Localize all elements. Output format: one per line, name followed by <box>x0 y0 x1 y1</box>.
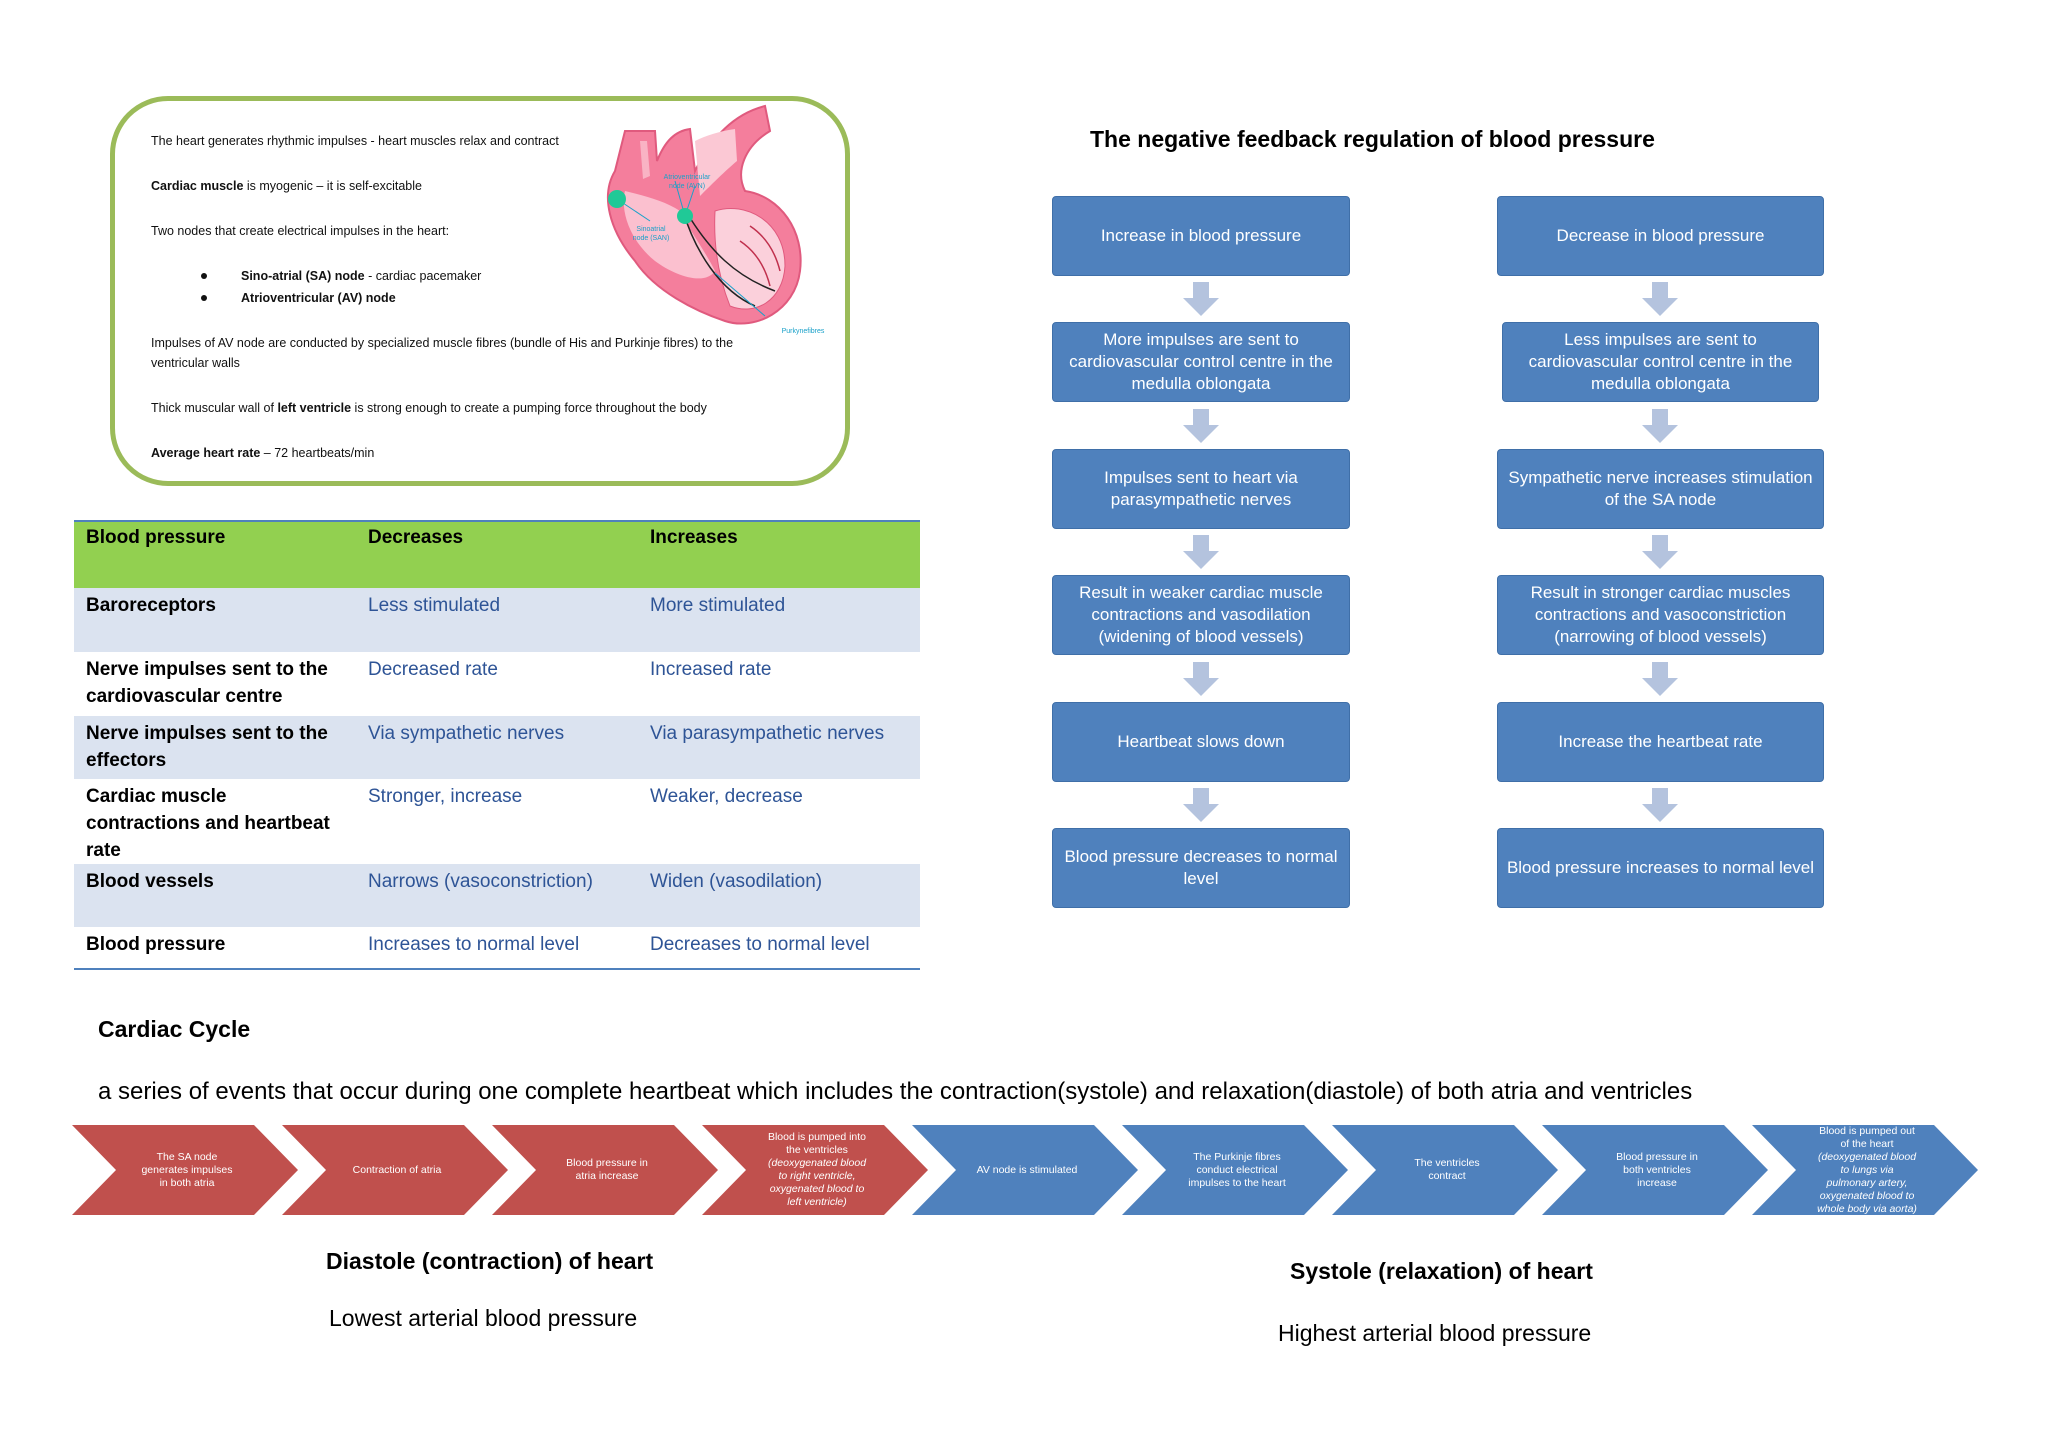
info-line-conduction-cont: ventricular walls <box>151 356 240 370</box>
cycle-step-chevron: Contraction of atria <box>282 1125 508 1215</box>
row-label: Baroreceptors <box>74 588 356 652</box>
diastole-subtitle: Lowest arterial blood pressure <box>329 1305 638 1331</box>
cycle-step-text: The SA node generates impulses in both a… <box>141 1150 233 1189</box>
cycle-step-chevron: The SA node generates impulses in both a… <box>72 1125 298 1215</box>
heart-info-card: The heart generates rhythmic impulses - … <box>110 96 850 486</box>
info-line-left-ventricle: Thick muscular wall of left ventricle is… <box>151 401 707 415</box>
flow-box-left: More impulses are sent to cardiovascular… <box>1052 322 1350 402</box>
down-arrow-icon <box>1183 662 1219 696</box>
down-arrow-icon <box>1642 535 1678 569</box>
sa-node-label: Sinoatrial <box>636 226 666 233</box>
flow-box-left: Result in weaker cardiac muscle contract… <box>1052 575 1350 655</box>
down-arrow-icon <box>1642 409 1678 443</box>
flow-box-left: Impulses sent to heart via parasympathet… <box>1052 449 1350 529</box>
down-arrow-icon <box>1642 788 1678 822</box>
flow-box-left: Blood pressure decreases to normal level <box>1052 828 1350 908</box>
bullet-dot <box>201 273 207 279</box>
info-line-nodes: Two nodes that create electrical impulse… <box>151 224 450 238</box>
info-line-conduction: Impulses of AV node are conducted by spe… <box>151 336 734 350</box>
table-row: Cardiac muscle contractions and heartbea… <box>74 779 920 864</box>
cycle-step-text: AV node is stimulated <box>976 1163 1078 1176</box>
down-arrow-icon <box>1183 788 1219 822</box>
bullet-sa-node: Sino-atrial (SA) node - cardiac pacemake… <box>241 269 482 283</box>
row-increases: Weaker, decrease <box>638 779 920 864</box>
row-decreases: Narrows (vasoconstriction) <box>356 864 638 927</box>
flow-box-left: Increase in blood pressure <box>1052 196 1350 276</box>
cycle-step-chevron: Blood is pumped out of the heart (deoxyg… <box>1752 1125 1978 1215</box>
blood-pressure-table: Blood pressure Decreases Increases Baror… <box>74 520 920 993</box>
cycle-step-text: Blood pressure in both ventricles increa… <box>1616 1150 1698 1189</box>
flow-box-right: Result in stronger cardiac muscles contr… <box>1497 575 1824 655</box>
info-line-rhythmic: The heart generates rhythmic impulses - … <box>151 134 559 148</box>
table-row: Blood vessels Narrows (vasoconstriction)… <box>74 864 920 927</box>
purkinje-label: Purkynefibres <box>782 328 825 335</box>
cycle-step-text: The Purkinje fibres conduct electrical i… <box>1188 1150 1286 1189</box>
flow-box-right: Sympathetic nerve increases stimulation … <box>1497 449 1824 529</box>
cardiac-cycle-title: Cardiac Cycle <box>98 1016 251 1042</box>
row-decreases: Increases to normal level <box>356 927 638 993</box>
feedback-title: The negative feedback regulation of bloo… <box>1090 126 1655 152</box>
row-increases: Decreases to normal level <box>638 927 920 993</box>
table-header-cell: Decreases <box>356 520 638 588</box>
row-increases: Widen (vasodilation) <box>638 864 920 927</box>
row-label: Blood pressure <box>74 927 356 993</box>
table-top-rule <box>74 520 920 522</box>
cycle-step-chevron: The ventricles contract <box>1332 1125 1558 1215</box>
systole-title: Systole (relaxation) of heart <box>1290 1258 1593 1284</box>
cycle-step-text: Contraction of atria <box>352 1163 442 1176</box>
cycle-step-text: Blood pressure in atria increase <box>566 1157 648 1182</box>
flow-box-left: Heartbeat slows down <box>1052 702 1350 782</box>
heart-diagram: Atrioventricular node (AVN) Sinoatrial n… <box>607 104 825 335</box>
row-increases: Via parasympathetic nerves <box>638 716 920 779</box>
down-arrow-icon <box>1642 662 1678 696</box>
down-arrow-icon <box>1183 282 1219 316</box>
cycle-step-chevron: Blood pressure in both ventricles increa… <box>1542 1125 1768 1215</box>
cardiac-cycle-definition: a series of events that occur during one… <box>98 1078 1693 1105</box>
down-arrow-icon <box>1183 535 1219 569</box>
row-label: Blood vessels <box>74 864 356 927</box>
row-increases: More stimulated <box>638 588 920 652</box>
cycle-step-chevron: Blood is pumped into the ventricles (deo… <box>702 1125 928 1215</box>
av-node-label: node (AVN) <box>669 183 705 190</box>
row-increases: Increased rate <box>638 652 920 716</box>
row-decreases: Decreased rate <box>356 652 638 716</box>
down-arrow-icon <box>1183 409 1219 443</box>
table-header-cell: Blood pressure <box>74 520 356 588</box>
bullet-dot <box>201 295 207 301</box>
row-decreases: Via sympathetic nerves <box>356 716 638 779</box>
cycle-step-text: The ventricles contract <box>1414 1157 1480 1182</box>
row-decreases: Less stimulated <box>356 588 638 652</box>
cycle-step-text: Blood is pumped into the ventricles (deo… <box>767 1131 867 1208</box>
row-label: Nerve impulses sent to the effectors <box>74 716 356 779</box>
table-row: Baroreceptors Less stimulated More stimu… <box>74 588 920 652</box>
diastole-title: Diastole (contraction) of heart <box>326 1248 654 1274</box>
flow-box-right: Blood pressure increases to normal level <box>1497 828 1824 908</box>
table-row: Blood pressure Increases to normal level… <box>74 927 920 993</box>
av-node-label: Atrioventricular <box>664 174 711 181</box>
sa-node-label: node (SAN) <box>633 235 670 242</box>
table-header-row: Blood pressure Decreases Increases <box>74 520 920 588</box>
systole-subtitle: Highest arterial blood pressure <box>1278 1320 1592 1346</box>
row-decreases: Stronger, increase <box>356 779 638 864</box>
down-arrow-icon <box>1642 282 1678 316</box>
flow-box-right: Less impulses are sent to cardiovascular… <box>1502 322 1819 402</box>
table-bottom-rule <box>74 968 920 970</box>
info-line-myogenic: Cardiac muscle is myogenic – it is self-… <box>151 179 422 193</box>
cycle-step-chevron: Blood pressure in atria increase <box>492 1125 718 1215</box>
bullet-av-node: Atrioventricular (AV) node <box>241 291 396 305</box>
cycle-step-text: Blood is pumped out of the heart (deoxyg… <box>1817 1124 1917 1215</box>
info-line-heart-rate: Average heart rate – 72 heartbeats/min <box>151 446 375 460</box>
table-row: Nerve impulses sent to the effectors Via… <box>74 716 920 779</box>
table-header-cell: Increases <box>638 520 920 588</box>
cycle-step-chevron: The Purkinje fibres conduct electrical i… <box>1122 1125 1348 1215</box>
flow-box-right: Increase the heartbeat rate <box>1497 702 1824 782</box>
table-row: Nerve impulses sent to the cardiovascula… <box>74 652 920 716</box>
cycle-step-chevron: AV node is stimulated <box>912 1125 1138 1215</box>
flow-box-right: Decrease in blood pressure <box>1497 196 1824 276</box>
cardiac-cycle-chevrons: The SA node generates impulses in both a… <box>72 1125 1978 1215</box>
row-label: Cardiac muscle contractions and heartbea… <box>74 779 356 864</box>
row-label: Nerve impulses sent to the cardiovascula… <box>74 652 356 716</box>
